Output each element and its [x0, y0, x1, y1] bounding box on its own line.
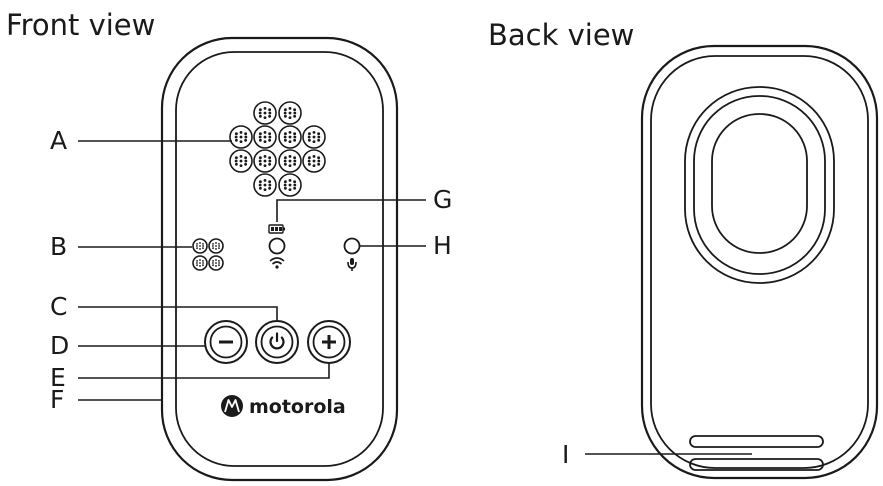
back-recess-inner: [711, 113, 808, 254]
callout-f: F: [50, 385, 64, 414]
speaker-hole: [302, 149, 326, 173]
front-view-title: Front view: [6, 8, 155, 42]
front-body-inner: [175, 51, 384, 467]
leader-e: [78, 363, 330, 379]
speaker-hole: [253, 173, 277, 197]
speaker-hole: [253, 125, 277, 149]
back-body-inner: [650, 55, 869, 469]
speaker-hole: [253, 149, 277, 173]
callout-g: G: [433, 185, 452, 214]
leader-g: [276, 199, 426, 222]
back-recess-middle: [693, 95, 826, 275]
callout-c: C: [50, 292, 67, 321]
wifi-icon: [269, 257, 285, 269]
speaker-hole: [192, 255, 208, 271]
callout-i: I: [562, 440, 569, 469]
back-vent-slot-1: [689, 435, 824, 448]
speaker-hole: [253, 101, 277, 125]
microphone-icon: [347, 258, 357, 271]
speaker-hole: [302, 125, 326, 149]
front-leader-lines: [78, 140, 426, 401]
plus-icon: [322, 335, 336, 349]
back-vent-slot-2: [689, 458, 824, 471]
speaker-hole: [229, 149, 253, 173]
speaker-hole: [229, 125, 253, 149]
back-recess-outer: [684, 86, 835, 284]
power-icon: [269, 332, 285, 350]
status-led-h: [343, 237, 361, 255]
battery-icon: [268, 224, 285, 234]
back-body-outer: [640, 44, 879, 480]
callout-e: E: [50, 363, 66, 392]
minus-button[interactable]: [204, 320, 248, 364]
back-device: [640, 44, 879, 480]
speaker-hole: [192, 238, 208, 254]
plus-button[interactable]: [307, 320, 351, 364]
speaker-hole: [278, 173, 302, 197]
speaker-grille-icon: [192, 238, 224, 271]
brand-wordmark: motorola: [249, 396, 346, 418]
motorola-logo-icon: [221, 395, 243, 417]
speaker-hole: [208, 255, 224, 271]
callout-d: D: [50, 331, 69, 360]
back-view-title: Back view: [488, 18, 634, 52]
power-button[interactable]: [255, 320, 299, 364]
speaker-hole: [278, 149, 302, 173]
status-led-g: [268, 237, 286, 255]
callout-h: H: [433, 231, 452, 260]
leader-c: [78, 306, 278, 320]
speaker-grille-icon: [229, 101, 326, 197]
callout-a: A: [50, 126, 67, 155]
speaker-hole: [278, 125, 302, 149]
speaker-hole: [208, 238, 224, 254]
callout-b: B: [50, 232, 67, 261]
speaker-hole: [278, 101, 302, 125]
